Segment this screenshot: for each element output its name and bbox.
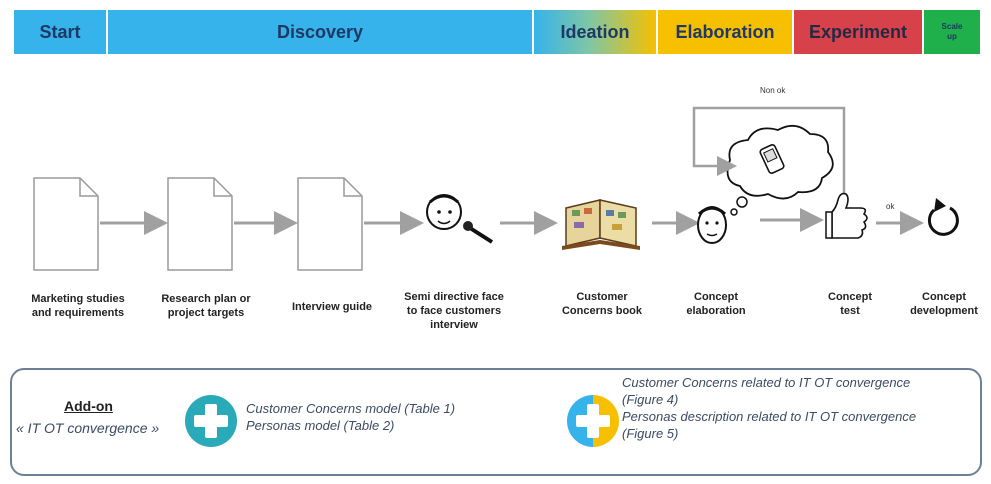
thought-cloud-icon — [726, 124, 834, 216]
phase-discovery: Discovery — [108, 10, 532, 54]
interview-face-icon — [426, 194, 494, 244]
addon-panel — [10, 368, 982, 476]
phase-ideation: Ideation — [534, 10, 656, 54]
step-label-marketing: Marketing studies and requirements — [8, 292, 148, 320]
step-4-line2: to face customers — [406, 305, 502, 317]
step-4-line3: interview — [430, 319, 478, 331]
phase-scale-line2: up — [947, 32, 957, 41]
plus-teal-icon — [185, 395, 237, 447]
addon-right-item-1: Customer Concerns related to IT OT conve… — [622, 375, 911, 390]
step-label-concept-development: Concept development — [900, 290, 988, 318]
phase-elaboration-label: Elaboration — [675, 21, 775, 42]
addon-left-list: Customer Concerns model (Table 1) Person… — [246, 400, 455, 434]
step-7-line1: Concept — [828, 291, 872, 303]
ok-label: ok — [886, 202, 895, 211]
step-3-line1: Interview guide — [291, 301, 373, 313]
document-icon-marketing — [33, 177, 99, 271]
non-ok-label: Non ok — [760, 86, 786, 95]
step-4-line1: Semi directive face — [404, 291, 504, 303]
step-label-research-plan: Research plan or project targets — [144, 292, 268, 320]
phase-elaboration: Elaboration — [658, 10, 792, 54]
phase-ideation-label: Ideation — [560, 21, 630, 42]
addon-right-list: Customer Concerns related to IT OT conve… — [622, 374, 916, 442]
plus-multicolor-icon — [567, 395, 619, 447]
phase-scale-line1: Scale — [941, 22, 963, 31]
phase-experiment-label: Experiment — [808, 21, 908, 42]
step-1-line1: Marketing studies — [31, 293, 125, 305]
step-label-concerns-book: Customer Concerns book — [546, 290, 658, 318]
addon-title: Add-on — [64, 398, 113, 414]
addon-right-item-2: (Figure 4) — [622, 392, 679, 407]
phase-start-label: Start — [39, 21, 81, 42]
step-5-line1: Customer — [576, 291, 628, 303]
process-diagram — [33, 106, 959, 271]
addon-right-item-3: Personas description related to IT OT co… — [622, 409, 917, 424]
non-ok-loop-arrow — [692, 106, 846, 206]
step-label-interview-guide: Interview guide — [272, 300, 392, 314]
step-2-line2: project targets — [167, 307, 245, 319]
step-label-concept-test: Concept test — [810, 290, 890, 318]
phase-start: Start — [14, 10, 106, 54]
step-5-line2: Concerns book — [561, 305, 643, 317]
step-1-line2: and requirements — [31, 307, 125, 319]
step-6-line2: elaboration — [686, 305, 746, 317]
phase-discovery-label: Discovery — [276, 21, 364, 42]
document-icon-research-plan — [167, 177, 233, 271]
circular-arrow-icon — [927, 198, 959, 236]
step-6-line1: Concept — [694, 291, 738, 303]
step-8-line2: development — [910, 305, 978, 317]
thinking-face-icon — [697, 206, 727, 244]
step-7-line2: test — [840, 305, 860, 317]
customer-concerns-book-icon — [562, 199, 640, 250]
phase-experiment: Experiment — [794, 10, 922, 54]
addon-left-item-1: Customer Concerns model (Table 1) — [246, 401, 456, 416]
step-2-line1: Research plan or — [161, 293, 251, 305]
addon-left-item-2: Personas model (Table 2) — [246, 418, 395, 433]
step-label-concept-elaboration: Concept elaboration — [668, 290, 764, 318]
document-icon-interview-guide — [297, 177, 363, 271]
addon-subtitle: « IT OT convergence » — [16, 420, 160, 436]
addon-right-item-4: (Figure 5) — [622, 426, 679, 441]
step-8-line1: Concept — [922, 291, 966, 303]
step-label-interview: Semi directive face to face customers in… — [388, 290, 520, 332]
thumbs-up-icon — [825, 192, 868, 239]
